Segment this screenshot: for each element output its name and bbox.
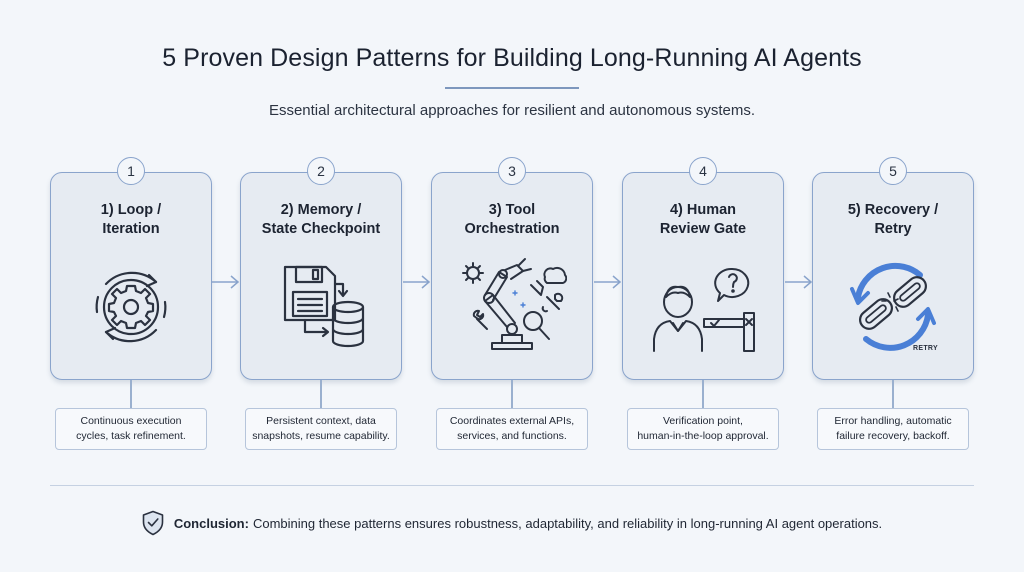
step-stem-5 [892,380,894,408]
step-description-4: Verification point, human-in-the-loop ap… [627,408,779,450]
step-card-3: 3) Tool Orchestration [431,172,593,380]
conclusion-row: Conclusion: Combining these patterns ens… [0,510,1024,536]
arrow-right-icon [785,275,813,289]
step-number-5: 5 [879,157,907,185]
step-card-title: 5) Recovery / Retry [847,202,939,237]
page-title: 5 Proven Design Patterns for Building Lo… [162,44,862,72]
step-card-4: 4) Human Review Gate [622,172,784,380]
step-card-title: 1) Loop / Iteration [100,202,162,237]
divider [50,485,974,486]
arrow-right-icon [403,275,431,289]
step-number-2: 2 [307,157,335,185]
conclusion-text: Combining these patterns ensures robustn… [252,515,883,531]
step-stem-2 [320,380,322,408]
floppy-database-icon [241,257,401,357]
step-number-3: 3 [498,157,526,185]
step-card-title: 3) Tool Orchestration [464,202,560,237]
arrow-right-icon [212,275,240,289]
shield-check-icon [142,510,164,536]
broken-chain-retry-icon [813,257,973,357]
step-stem-1 [130,380,132,408]
title-underline [445,87,579,89]
step-description-3: Coordinates external APIs, services, and… [436,408,588,450]
loop-gear-icon [51,257,211,357]
step-card-1: 1) Loop / Iteration [50,172,212,380]
arrow-right-icon [594,275,622,289]
step-number-1: 1 [117,157,145,185]
retry-icon-label: RETRY [913,345,938,352]
step-description-1: Continuous execution cycles, task refine… [55,408,207,450]
page-subtitle: Essential architectural approaches for r… [268,102,756,119]
robot-arm-tools-icon [432,257,592,357]
person-gate-icon [623,257,783,357]
step-card-5: 5) Recovery / Retry RETRY [812,172,974,380]
step-stem-3 [511,380,513,408]
step-card-title: 4) Human Review Gate [659,202,747,237]
step-stem-4 [702,380,704,408]
step-card-2: 2) Memory / State Checkpoint [240,172,402,380]
step-description-2: Persistent context, data snapshots, resu… [245,408,397,450]
step-description-5: Error handling, automatic failure recove… [817,408,969,450]
step-card-title: 2) Memory / State Checkpoint [261,202,381,237]
conclusion-label: Conclusion: [173,515,249,531]
step-number-4: 4 [689,157,717,185]
